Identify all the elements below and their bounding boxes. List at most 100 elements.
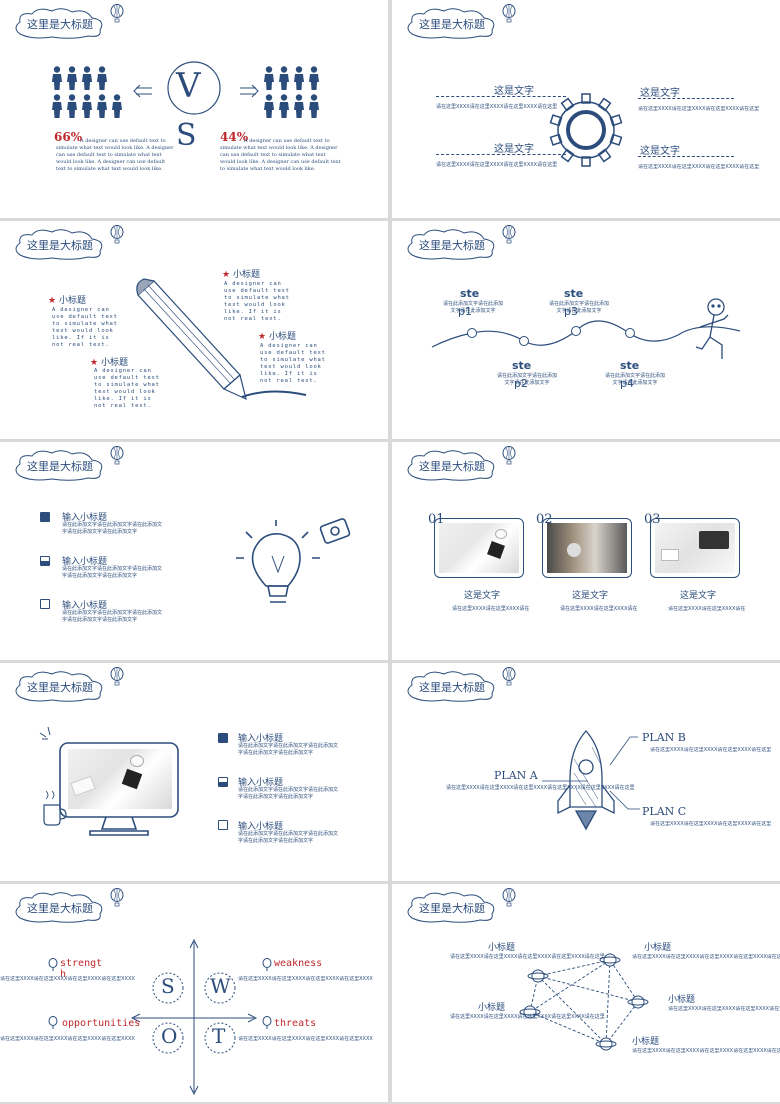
- cloud-icon: [15, 450, 103, 481]
- slide-header: 这里是大标题: [404, 890, 500, 924]
- slide-8[interactable]: 这里是大标题 PLAN B 请在这里XXXX请在这里XXXX请在这里XXXX请在…: [392, 663, 780, 881]
- gear-item-3-title: 这是文字: [640, 88, 680, 99]
- balloon-icon: [48, 1016, 58, 1029]
- strength-desc: 请在这里XXXX请在这里XXXX请在这里XXXX请在这里XXXX: [0, 976, 135, 982]
- filled-square-icon: [218, 733, 228, 743]
- monitor-icon: [39, 726, 179, 836]
- cloud-icon: [15, 892, 103, 923]
- filled-square-icon: [40, 512, 50, 522]
- balloon-icon: [502, 667, 516, 686]
- pencil-item-3: ★ 小标题: [90, 358, 128, 368]
- step-2-desc: 请在此添加文字请在此添加文字请在此添加文字: [496, 373, 557, 386]
- slide-10[interactable]: 这里是大标题 小标题 请在这里XXXX请在这里XXXX请在这里XXXX请在这里X…: [392, 884, 780, 1102]
- step-1-title: ste: [460, 287, 480, 300]
- right-percentage: 44%: [220, 130, 249, 144]
- plan-c-desc: 请在这里XXXX请在这里XXXX请在这里XXXX请在这里: [650, 821, 772, 827]
- slide-header: 这里是大标题: [12, 227, 108, 261]
- right-description: A designer can use default text to simul…: [220, 138, 341, 172]
- pencil-item-4: ★ 小标题: [258, 332, 296, 342]
- empty-square-icon: [218, 820, 228, 830]
- item-2-title: 输入小标题: [62, 557, 108, 567]
- desk-photo: [68, 749, 172, 809]
- slide-title: 这里是大标题: [27, 18, 93, 31]
- people-group-right-icon: [264, 66, 319, 118]
- pencil-item-1-desc: A designer can use default text to simul…: [52, 307, 118, 348]
- slide-title: 这里是大标题: [27, 239, 93, 252]
- slide-header: 这里是大标题: [12, 890, 108, 924]
- pencil-item-1: ★ 小标题: [48, 296, 86, 306]
- item-3-desc: 请在此添加文字请在此添加文字请在此添加文字请在此添加文字请在此添加文字: [62, 610, 163, 623]
- slide-6[interactable]: 这里是大标题 01 这是文字 请在这里XXXX请在这里XXXX请在 02 这是文…: [392, 442, 780, 660]
- plan-a-desc: 请在这里XXXX请在这里XXXX请在这里XXXX请在这里XXXX请在这里XXXX…: [446, 785, 635, 791]
- slide-9[interactable]: 这里是大标题 S W O T strength 请在这里XXXX请在这里XXXX…: [0, 884, 388, 1102]
- cloud-icon: [407, 229, 495, 260]
- running-figure-icon: [695, 298, 729, 359]
- pencil-item-2-desc: A designer can use default text to simul…: [224, 281, 290, 322]
- half-square-icon: [218, 777, 228, 787]
- cloud-icon: [407, 450, 495, 481]
- cloud-icon: [15, 229, 103, 260]
- balloon-icon: [48, 958, 58, 971]
- step-4-title: ste: [620, 359, 640, 372]
- network-item-1-desc: 请在这里XXXX请在这里XXXX请在这里XXXX请在这里XXXX请在这里: [450, 954, 605, 960]
- vs-letter-s: S: [176, 118, 197, 153]
- plan-b-title: PLAN B: [642, 731, 686, 744]
- left-percentage: 66%: [54, 130, 83, 144]
- divider: [436, 96, 566, 97]
- item-1-desc: 请在此添加文字请在此添加文字请在此添加文字请在此添加文字请在此添加文字: [238, 743, 339, 756]
- gear-item-4-title: 这是文字: [640, 146, 680, 157]
- network-item-2-desc: 请在这里XXXX请在这里XXXX请在这里XXXX请在这里XXXX请在这里: [632, 954, 780, 960]
- plan-c-title: PLAN C: [642, 805, 687, 818]
- cloud-icon: [407, 671, 495, 702]
- swot-letter-w: W: [210, 974, 231, 998]
- threats-label: threats: [274, 1018, 317, 1029]
- photo-2-title: 这是文字: [572, 591, 609, 601]
- gear-item-1-title: 这是文字: [494, 86, 534, 97]
- swot-axes: [130, 938, 258, 1096]
- gear-item-1-desc: 请在这里XXXX请在这里XXXX请在这里XXXX请在这里: [436, 104, 558, 110]
- weakness-label: weakness: [274, 958, 323, 969]
- gear-item-3-desc: 请在这里XXXX请在这里XXXX请在这里XXXX请在这里: [638, 106, 760, 112]
- photo-1-title: 这是文字: [464, 591, 501, 601]
- slide-title: 这里是大标题: [419, 239, 485, 252]
- half-square-icon: [40, 556, 50, 566]
- divider: [638, 98, 734, 99]
- network-item-5-title: 小标题: [632, 1037, 660, 1047]
- balloon-icon: [110, 446, 124, 465]
- item-2-desc: 请在此添加文字请在此添加文字请在此添加文字请在此添加文字请在此添加文字: [62, 566, 163, 579]
- balloon-icon: [262, 1016, 272, 1029]
- photo-frame-1: [434, 518, 524, 578]
- gear-item-2-desc: 请在这里XXXX请在这里XXXX请在这里XXXX请在这里: [436, 162, 558, 168]
- cloud-icon: [15, 671, 103, 702]
- network-item-4-desc: 请在这里XXXX请在这里XXXX请在这里XXXX请在这里XXXX请在这里: [450, 1014, 605, 1020]
- slide-title: 这里是大标题: [419, 18, 485, 31]
- photo-frame-2: [542, 518, 632, 578]
- balloon-icon: [262, 958, 272, 971]
- balloon-icon: [110, 4, 124, 23]
- slide-3[interactable]: 这里是大标题 ★ 小标题 A designer can use default …: [0, 221, 388, 439]
- balloon-icon: [502, 888, 516, 907]
- balloon-icon: [110, 667, 124, 686]
- slide-title: 这里是大标题: [27, 902, 93, 915]
- strength-label: strength: [60, 958, 103, 980]
- swot-letter-o: O: [161, 1024, 178, 1048]
- lightbulb-icon: [236, 518, 351, 603]
- slide-title: 这里是大标题: [419, 681, 485, 694]
- network-item-2-title: 小标题: [644, 943, 672, 953]
- step-4-number: p4: [620, 377, 634, 390]
- item-3-title: 输入小标题: [62, 601, 108, 611]
- slide-2[interactable]: 这里是大标题 这是文字 请在这里XXXX请在这里XXXX请在这里XXXX请在这里…: [392, 0, 780, 218]
- slide-4[interactable]: 这里是大标题 ste p1 请在此添加文字请在此添加文字请在此添加文字 ste …: [392, 221, 780, 439]
- slide-header: 这里是大标题: [404, 669, 500, 703]
- step-path: [431, 320, 741, 348]
- network-item-1-title: 小标题: [488, 943, 516, 953]
- network-item-3-title: 小标题: [668, 995, 696, 1005]
- network-graph: [519, 953, 649, 1051]
- photo-1-desc: 请在这里XXXX请在这里XXXX请在: [452, 606, 530, 612]
- slide-5[interactable]: 这里是大标题 输入小标题 请在此添加文字请在此添加文字请在此添加文字请在此添加文…: [0, 442, 388, 660]
- slide-header: 这里是大标题: [12, 6, 108, 40]
- slide-1[interactable]: 这里是大标题 V S 66% A designer can use defaul…: [0, 0, 388, 218]
- slide-7[interactable]: 这里是大标题 输入小标题 请在此添加文字请在此添加文字请在此添加文字请在此添加文…: [0, 663, 388, 881]
- opportunities-label: opportunities: [62, 1018, 141, 1029]
- plan-b-desc: 请在这里XXXX请在这里XXXX请在这里XXXX请在这里: [650, 747, 772, 753]
